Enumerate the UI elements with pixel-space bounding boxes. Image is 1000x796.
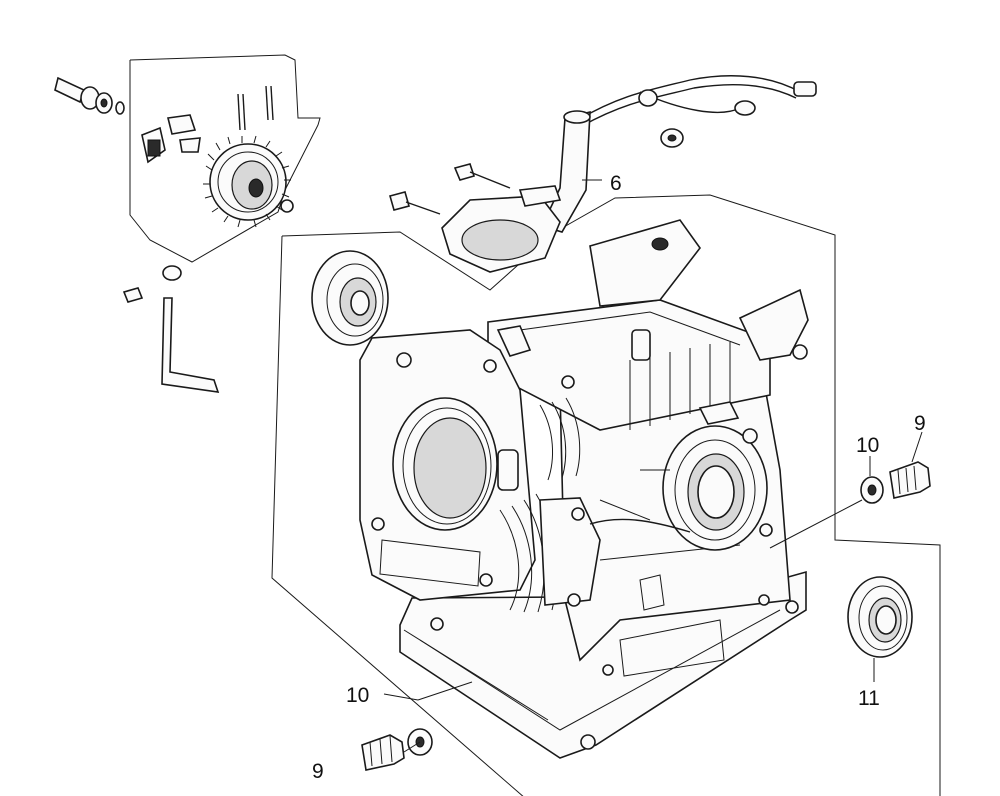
callout-9-bottom: 9: [312, 760, 324, 783]
drain-bolt-right: [860, 461, 931, 504]
leader-lines: [383, 179, 923, 753]
oil-seal-part-11: [847, 576, 913, 658]
callout-6: 6: [610, 172, 622, 195]
governor-group-frame: [129, 54, 321, 263]
crankcase-group-frame: [271, 194, 941, 796]
callout-labels: 6 9 10 11 10 9: [312, 172, 926, 783]
callout-11: 11: [858, 687, 880, 710]
governor-gear-assembly: [54, 76, 294, 393]
crank-bearing: [311, 250, 389, 346]
callout-10-right: 10: [856, 434, 879, 457]
drain-bolt-bottom: [361, 728, 433, 771]
oil-alert-sensor-assembly: [389, 75, 817, 273]
callout-10-bottom: 10: [346, 684, 369, 707]
crankcase-block: [359, 219, 809, 759]
callout-9-right: 9: [914, 412, 926, 435]
